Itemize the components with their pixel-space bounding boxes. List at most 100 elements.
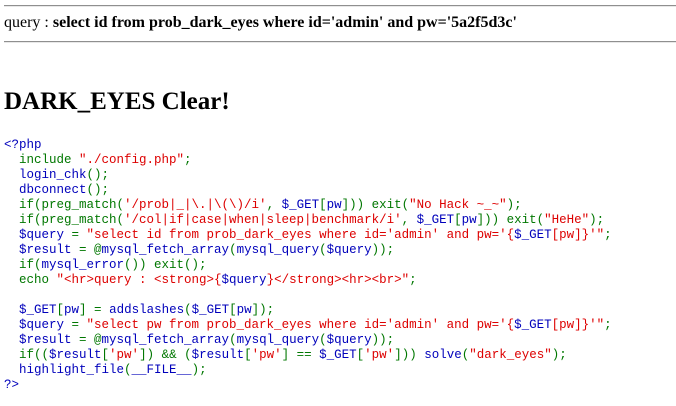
code-line: dbconnect();	[4, 183, 612, 198]
code-token: ?>	[4, 378, 20, 392]
code-token: [	[229, 303, 237, 317]
code-token: ])) exit(	[341, 198, 410, 212]
code-token: $_GET	[514, 228, 552, 242]
code-token: (	[229, 243, 237, 257]
clear-heading: DARK_EYES Clear!	[4, 88, 230, 115]
code-line	[4, 288, 612, 303]
code-token: = @	[79, 243, 102, 257]
code-token: $_GET	[4, 303, 57, 317]
code-token: pw	[326, 198, 342, 212]
code-token: if(preg_match(	[4, 213, 125, 227]
code-token: "./config.php"	[79, 153, 185, 167]
code-token: __FILE__	[131, 363, 192, 377]
code-token: mysql_error	[41, 258, 125, 272]
code-token: mysql_query	[236, 333, 320, 347]
code-token: [pw]}'"	[551, 228, 605, 242]
code-token: mysql_fetch_array	[101, 243, 230, 257]
code-token: ]);	[251, 303, 275, 317]
code-token: [	[356, 348, 365, 362]
code-token: ,	[401, 213, 417, 227]
code-token: if(preg_match(	[4, 198, 125, 212]
code-token: $_GET	[281, 198, 320, 212]
code-token: include	[4, 153, 80, 167]
code-token: pw	[461, 213, 477, 227]
query-display: query : select id from prob_dark_eyes wh…	[4, 13, 517, 33]
code-line: include "./config.php";	[4, 153, 612, 168]
code-token: ]) && (	[139, 348, 192, 362]
code-token: (	[184, 303, 192, 317]
code-token: $_GET	[191, 303, 230, 317]
code-token: highlight_file	[4, 363, 125, 377]
code-line: if(($result['pw']) && ($result['pw'] == …	[4, 348, 612, 363]
code-token: dbconnect	[4, 183, 87, 197]
code-line: login_chk();	[4, 168, 612, 183]
code-token: [	[244, 348, 252, 362]
code-token: );	[551, 348, 567, 362]
code-line: <?php	[4, 138, 612, 153]
code-token: $query	[221, 273, 267, 287]
code-token: = @	[79, 333, 102, 347]
php-source-code: <?php include "./config.php"; login_chk(…	[4, 138, 612, 393]
code-token: );	[191, 363, 207, 377]
code-token: ;	[184, 153, 192, 167]
code-token: ));	[371, 243, 395, 257]
code-token: '/col|if|case|when|sleep|benchmark/i'	[124, 213, 402, 227]
code-token: $result	[49, 348, 102, 362]
code-token: "select id from prob_dark_eyes where id=…	[86, 228, 515, 242]
code-line: ?>	[4, 378, 612, 393]
code-token: solve	[424, 348, 462, 362]
code-token: $query	[326, 333, 372, 347]
code-token: 'pw'	[109, 348, 140, 362]
code-token: ();	[86, 168, 110, 182]
code-token: ;	[604, 318, 612, 332]
code-token: (	[229, 333, 237, 347]
code-token: $_GET	[416, 213, 455, 227]
code-token: if((	[4, 348, 50, 362]
code-token: "<hr>query : <strong>{	[56, 273, 222, 287]
code-token: mysql_fetch_array	[101, 333, 230, 347]
code-token: addslashes	[109, 303, 185, 317]
code-token: );	[589, 213, 605, 227]
code-token: 'pw'	[251, 348, 282, 362]
code-line: $query = "select pw from prob_dark_eyes …	[4, 318, 612, 333]
code-token: (	[319, 243, 327, 257]
code-token: (	[319, 333, 327, 347]
code-token: $query	[326, 243, 372, 257]
code-token: );	[506, 198, 522, 212]
code-token: $result	[191, 348, 245, 362]
code-token: [	[454, 213, 462, 227]
code-line: $result = @mysql_fetch_array(mysql_query…	[4, 243, 612, 258]
code-token: login_chk	[4, 168, 87, 182]
code-token: <?php	[4, 138, 42, 152]
query-label: query :	[4, 14, 53, 31]
code-token: ;	[604, 228, 612, 242]
code-token: $result	[4, 333, 80, 347]
code-token: [	[319, 198, 327, 212]
code-token: ] =	[79, 303, 110, 317]
code-token: ()) exit();	[124, 258, 207, 272]
code-token: $query	[4, 318, 72, 332]
code-line: if(mysql_error()) exit();	[4, 258, 612, 273]
horizontal-rule-top	[4, 5, 676, 7]
code-token: echo	[4, 273, 57, 287]
query-text: select id from prob_dark_eyes where id='…	[52, 14, 517, 31]
code-token: ;	[409, 273, 417, 287]
code-token: (	[124, 363, 132, 377]
code-line: echo "<hr>query : <strong>{$query}</stro…	[4, 273, 612, 288]
code-token: ]))	[394, 348, 425, 362]
code-token: "No Hack ~_~"	[409, 198, 507, 212]
code-line: $result = @mysql_fetch_array(mysql_query…	[4, 333, 612, 348]
code-token: pw	[64, 303, 80, 317]
code-token: $_GET	[514, 318, 552, 332]
code-token: if(	[4, 258, 42, 272]
horizontal-rule-bottom	[4, 41, 676, 43]
code-line: $query = "select id from prob_dark_eyes …	[4, 228, 612, 243]
code-line: highlight_file(__FILE__);	[4, 363, 612, 378]
code-token: mysql_query	[236, 243, 320, 257]
code-token: (	[461, 348, 470, 362]
code-token: $query	[4, 228, 72, 242]
code-token: ,	[266, 198, 282, 212]
code-token: "HeHe"	[544, 213, 590, 227]
code-token: [pw]}'"	[551, 318, 605, 332]
code-token: 'pw'	[364, 348, 395, 362]
